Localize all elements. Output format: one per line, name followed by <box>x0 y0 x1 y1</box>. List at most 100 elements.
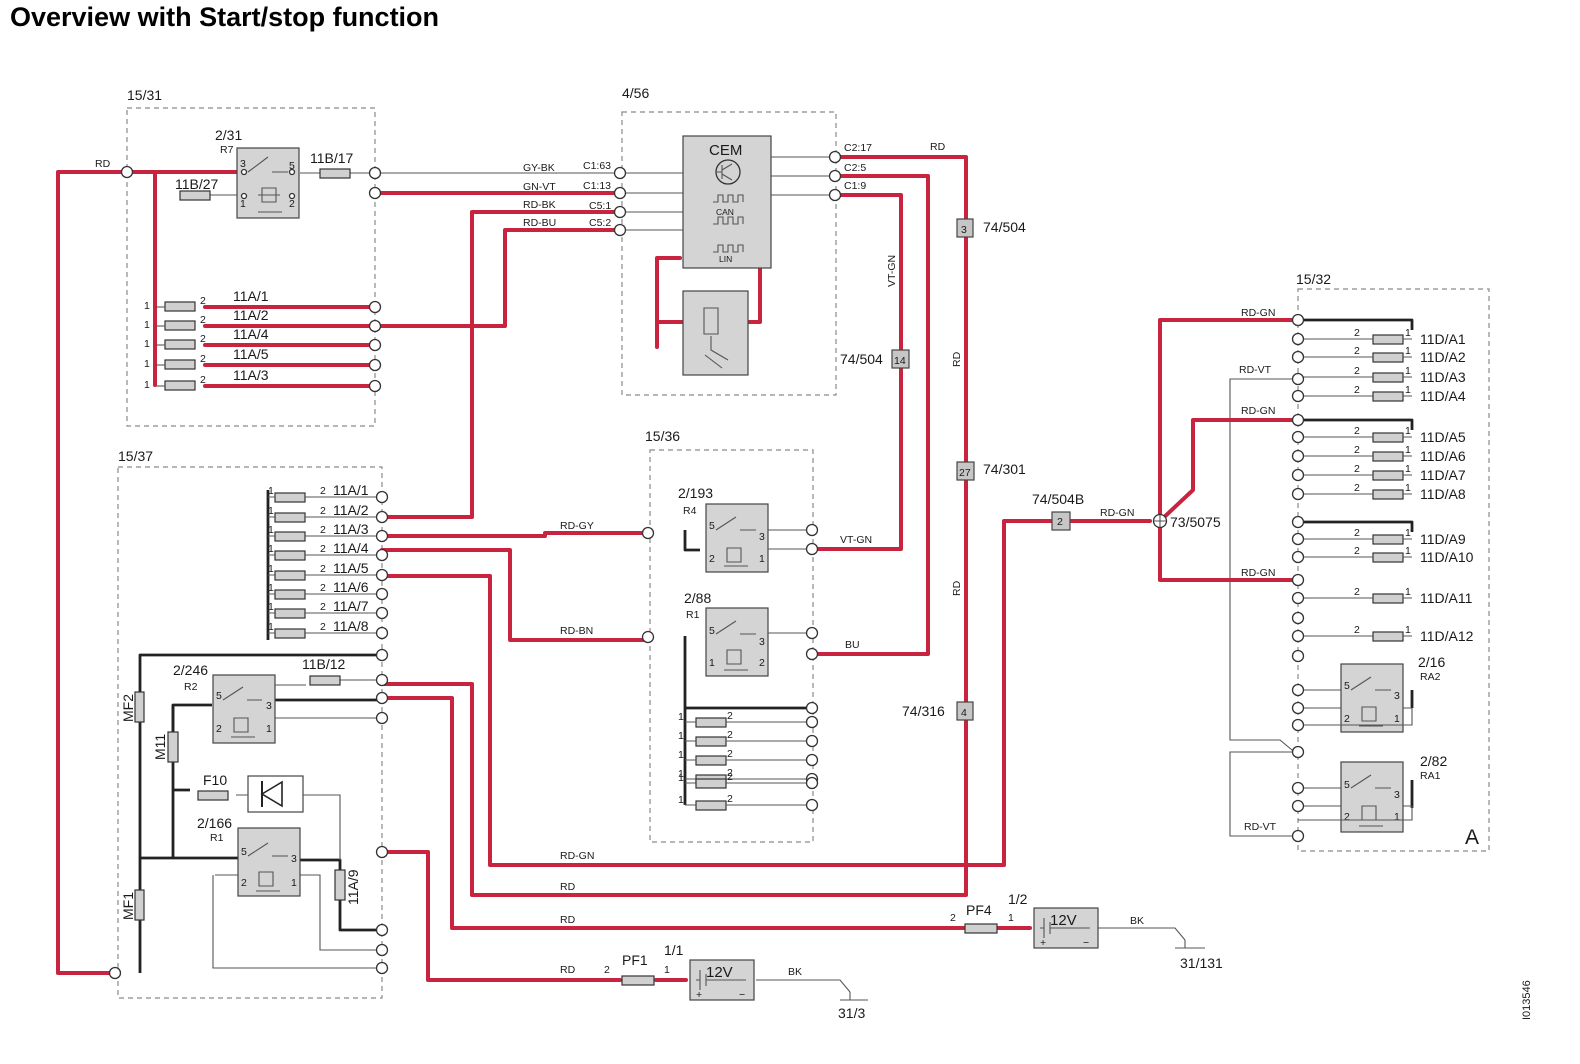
document-id: I013546 <box>1521 980 1533 1020</box>
terminal-node-62 <box>1291 649 1305 663</box>
cem-can-label: CAN <box>716 207 734 217</box>
relay-2-31-pin1: 1 <box>240 198 246 210</box>
fuse-11d-a4 <box>1372 391 1404 402</box>
cem-module: CEM CAN LIN <box>682 135 772 269</box>
fuse-pf4-pin2: 2 <box>950 912 956 924</box>
fuse-11d-pin1-11: 1 <box>1405 624 1411 636</box>
battery-1-1-plus: + <box>696 989 702 1001</box>
fuse-group-11a-left: 11A/12111A/22111A/32111A/42111A/52111A/6… <box>268 482 382 639</box>
fuse-11b-12 <box>309 675 341 686</box>
fuse-11a-2-top <box>164 320 196 331</box>
fuse-11d-a9 <box>1372 534 1404 545</box>
fuse-15-36-pin1-1: 1 <box>678 730 684 742</box>
relay-2-246-pin1: 1 <box>266 723 272 735</box>
relay-2-193: 5 3 2 1 <box>705 503 769 573</box>
fuse-11a-9 <box>334 869 346 901</box>
conn-c1-9: C1:9 <box>844 180 866 192</box>
fuse-left-pin1-7: 1 <box>268 621 274 633</box>
wire-label-gn-vt: GN-VT <box>523 181 556 193</box>
relay-2-88-pin2: 2 <box>759 657 765 669</box>
fuse-pin1-top-4: 1 <box>144 379 150 391</box>
fuse-left-pin2-6: 2 <box>320 601 326 613</box>
fuse-11d-label-2: 11D/A3 <box>1420 369 1466 385</box>
terminal-node-19 <box>375 568 389 582</box>
battery-1-2-plus: + <box>1040 937 1046 949</box>
terminal-node-27 <box>375 845 389 859</box>
terminal-node-25 <box>375 691 389 705</box>
fuse-label-top-4: 11A/3 <box>233 367 269 383</box>
fuse-mf1-label: MF1 <box>120 892 136 920</box>
fuse-left-pin2-0: 2 <box>320 485 326 497</box>
fuse-11d-label-11: 11D/A12 <box>1420 628 1474 644</box>
terminal-node-39 <box>805 734 819 748</box>
terminal-node-24 <box>375 673 389 687</box>
fuse-11b-17-label: 11B/17 <box>310 150 354 166</box>
fuse-11d-a12 <box>1372 631 1404 642</box>
fuse-11d-a7 <box>1372 470 1404 481</box>
relay-2-31-body <box>236 147 300 219</box>
wire-label-rd-bk: RD-BK <box>523 199 556 211</box>
terminal-node-51 <box>1291 430 1305 444</box>
connector-blocks <box>891 218 1071 721</box>
zone-boxes <box>117 107 1490 999</box>
fuse-11d-pin2-7: 2 <box>1354 482 1360 494</box>
relay-2-31-label: 2/31 <box>215 127 242 143</box>
relay-2-88-pin5: 5 <box>709 625 715 637</box>
fuse-left-pin1-5: 1 <box>268 582 274 594</box>
fuse-pf1-pin1: 1 <box>664 964 670 976</box>
fuse-15-36-2 <box>695 755 727 766</box>
terminal-node-53 <box>1291 468 1305 482</box>
terminal-node-43 <box>805 798 819 812</box>
fuse-left-label-0: 11A/1 <box>333 482 369 498</box>
fuse-left-4 <box>274 570 306 581</box>
terminal-node-0 <box>120 165 134 179</box>
wire-label-rd-bn: RD-BN <box>560 625 593 637</box>
fuse-left-pin2-3: 2 <box>320 543 326 555</box>
terminal-node-12 <box>828 150 842 164</box>
fuse-15-36-pin2-4: 2 <box>727 771 733 783</box>
terminal-node-21 <box>375 606 389 620</box>
terminal-node-34 <box>805 542 819 556</box>
relay-2-16-pin2: 2 <box>1344 713 1350 725</box>
fuse-15-36-pin2-2: 2 <box>727 748 733 760</box>
relay-2-166-label: 2/166 <box>197 815 232 831</box>
fuse-left-pin1-4: 1 <box>268 563 274 575</box>
zone-15-36 <box>649 449 814 843</box>
battery-1-1: + − 12V <box>689 959 755 1001</box>
relay-2-31-pin3: 3 <box>240 158 246 170</box>
fuse-left-3 <box>274 550 306 561</box>
fuse-11d-pin2-6: 2 <box>1354 463 1360 475</box>
fuse-pin2-top-3: 2 <box>200 353 206 365</box>
wire-label-rd-bottom-3: RD <box>560 964 576 976</box>
fuse-11d-a1 <box>1372 334 1404 345</box>
fuse-15-36-pin1-4: 1 <box>678 772 684 784</box>
fuse-11d-pin2-2: 2 <box>1354 365 1360 377</box>
fuse-11d-a2 <box>1372 352 1404 363</box>
fuse-pin2-top-0: 2 <box>200 295 206 307</box>
relay-2-166-body <box>237 827 301 897</box>
fuse-11d-pin1-4: 1 <box>1405 425 1411 437</box>
terminal-node-69 <box>1291 829 1305 843</box>
fuse-11d-pin1-2: 1 <box>1405 365 1411 377</box>
conn-c1-13: C1:13 <box>583 180 611 192</box>
relay-2-16: 5 3 2 1 <box>1340 663 1404 733</box>
terminal-node-17 <box>375 529 389 543</box>
terminal-node-2 <box>368 186 382 200</box>
relay-2-166: 5 3 2 1 <box>237 827 301 897</box>
zone-15-37 <box>117 466 383 999</box>
fuse-label-top-3: 11A/5 <box>233 346 269 362</box>
terminal-node-8 <box>613 166 627 180</box>
connector-74-504-b <box>891 349 910 369</box>
terminal-node-68 <box>1291 799 1305 813</box>
relay-2-166-ref: R1 <box>210 832 224 844</box>
fuse-11d-pin1-9: 1 <box>1405 545 1411 557</box>
fuse-11a-9-label: 11A/9 <box>345 869 361 905</box>
connector-74-504-a <box>956 218 974 238</box>
fuse-left-pin1-1: 1 <box>268 505 274 517</box>
relay-2-88-pin1: 1 <box>709 657 715 669</box>
terminal-node-9 <box>613 186 627 200</box>
terminal-node-3 <box>368 300 382 314</box>
zone-label-a: A <box>1465 826 1479 849</box>
relay-2-246-pin5: 5 <box>216 690 222 702</box>
